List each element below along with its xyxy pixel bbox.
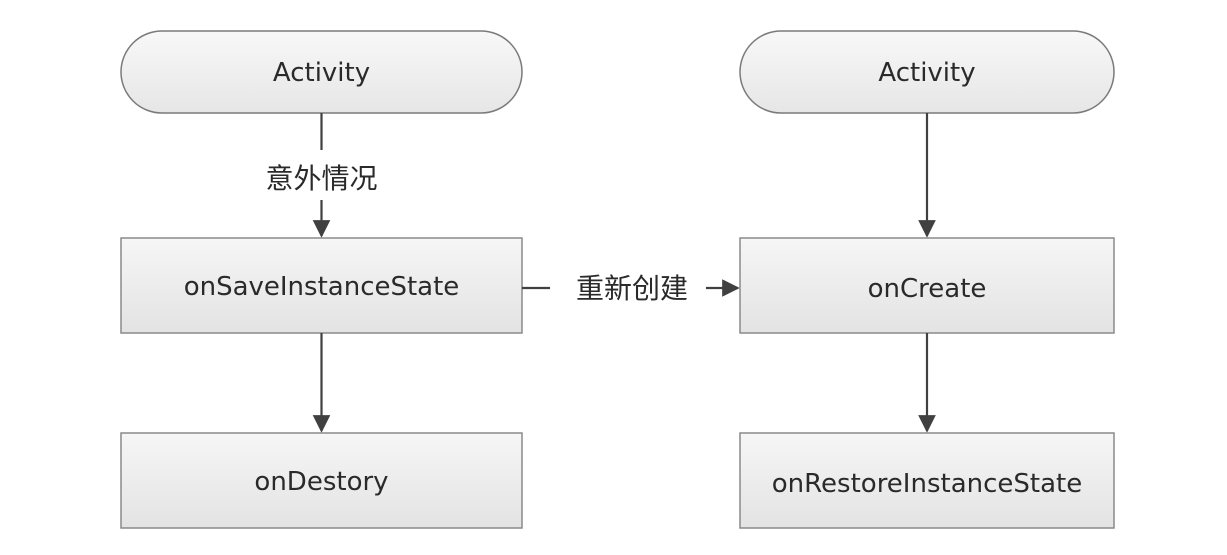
destroy-label: onDestory [254, 467, 388, 497]
right-activity-node: Activity [739, 30, 1115, 114]
right-activity-label: Activity [878, 58, 975, 88]
recreate-label: 重新创建 [576, 272, 688, 305]
save-instance-state-label: onSaveInstanceState [184, 272, 460, 302]
restore-instance-state-label: onRestoreInstanceState [772, 469, 1082, 499]
left-activity-node: Activity [120, 30, 523, 114]
left-activity-label: Activity [273, 58, 370, 88]
create-node: onCreate [739, 237, 1115, 334]
destroy-node: onDestory [120, 432, 523, 529]
left-edge-unexpected: 意外情况 [265, 113, 378, 238]
save-instance-state-node: onSaveInstanceState [120, 237, 523, 334]
create-label: onCreate [868, 274, 987, 304]
recreate-edge: 重新创建 [522, 272, 740, 305]
unexpected-situation-label: 意外情况 [265, 162, 377, 195]
restore-instance-state-node: onRestoreInstanceState [739, 432, 1115, 529]
